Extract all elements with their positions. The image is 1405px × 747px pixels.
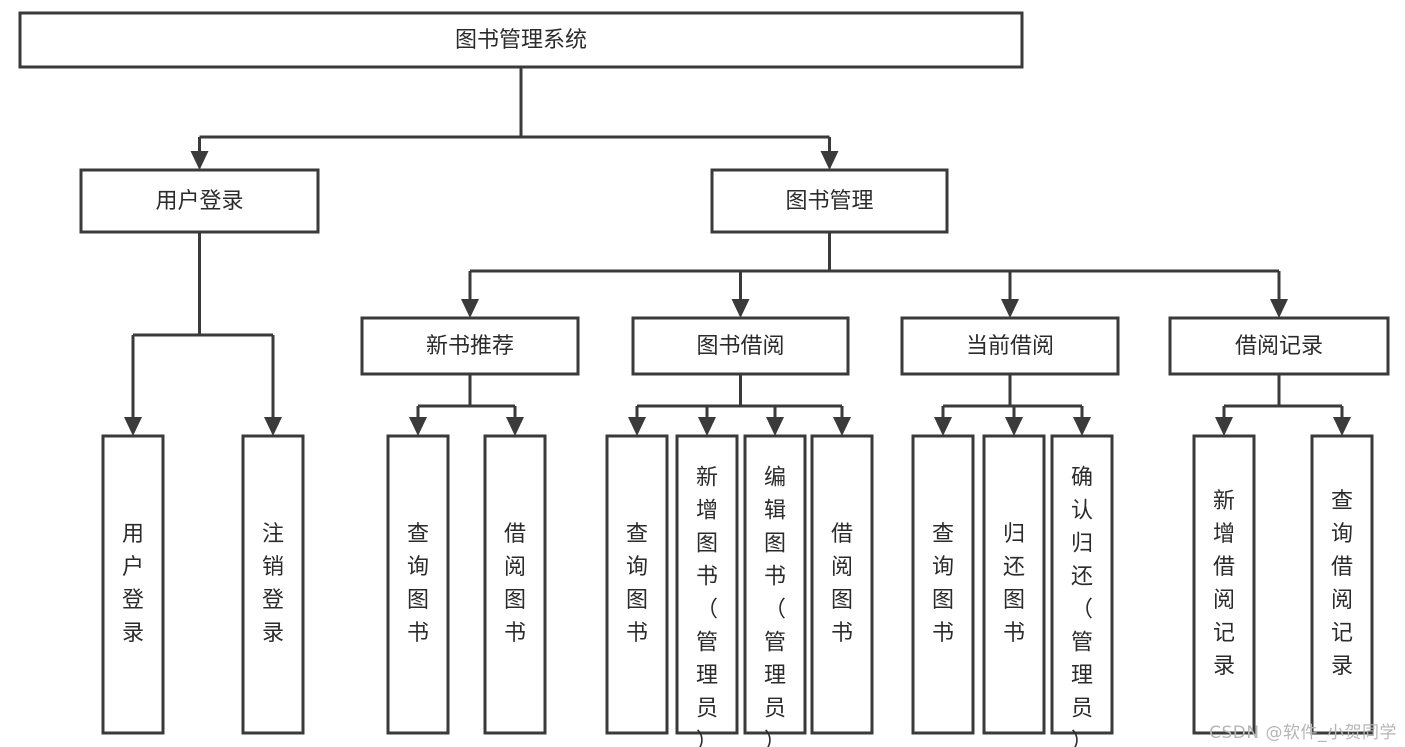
leaf-label: 确认归还（管理员） (1071, 466, 1093, 747)
root-box[interactable] (18, 11, 1024, 69)
leaf-box[interactable] (101, 434, 165, 735)
level2-label: 新书推荐 (426, 334, 514, 359)
leaf-node[interactable]: 借阅图书 (483, 434, 547, 735)
leaf-label: 用户登录 (122, 522, 144, 646)
leaf-label: 借阅图书 (831, 522, 853, 646)
leaf-label: 新增借阅记录 (1213, 489, 1235, 679)
node-layer: 图书管理系统用户登录图书管理新书推荐图书借阅当前借阅借阅记录用户登录注销登录查询… (18, 11, 1390, 747)
arrow-head-icon (628, 417, 646, 436)
root-node[interactable]: 图书管理系统 (18, 11, 1024, 69)
leaf-node[interactable]: 借阅图书 (810, 434, 874, 735)
level1-label: 用户登录 (155, 189, 243, 214)
leaf-node[interactable]: 用户登录 (101, 434, 165, 735)
arrow-head-icon (1005, 417, 1023, 436)
leaf-label: 新增图书（管理员） (696, 466, 718, 747)
level2-node[interactable]: 新书推荐 (360, 316, 580, 376)
connector-group (628, 374, 851, 436)
leaf-box[interactable] (241, 434, 305, 735)
arrow-head-icon (506, 417, 524, 436)
arrow-head-icon (124, 417, 142, 436)
arrow-head-icon (1333, 417, 1351, 436)
arrow-head-icon (264, 417, 282, 436)
arrow-head-icon (698, 417, 716, 436)
arrow-head-icon (833, 417, 851, 436)
level2-box[interactable] (1168, 316, 1390, 376)
arrow-head-icon (409, 417, 427, 436)
leaf-node[interactable]: 确认归还（管理员） (1050, 434, 1114, 747)
level1-box[interactable] (710, 168, 949, 234)
connector-group (934, 374, 1091, 436)
arrow-head-icon (766, 417, 784, 436)
connector-layer (124, 67, 1351, 436)
leaf-label: 借阅图书 (504, 522, 526, 646)
leaf-box[interactable] (1310, 434, 1374, 735)
arrow-head-icon (461, 299, 479, 318)
level2-label: 当前借阅 (966, 334, 1054, 359)
leaf-box[interactable] (743, 434, 807, 735)
leaf-box[interactable] (386, 434, 450, 735)
leaf-node[interactable]: 查询图书 (605, 434, 669, 735)
leaf-node[interactable]: 新增图书（管理员） (675, 434, 739, 747)
level2-node[interactable]: 借阅记录 (1168, 316, 1390, 376)
leaf-node[interactable]: 查询图书 (911, 434, 975, 735)
level2-label: 借阅记录 (1235, 334, 1323, 359)
level2-node[interactable]: 图书借阅 (631, 316, 850, 376)
level1-node[interactable]: 图书管理 (710, 168, 949, 234)
leaf-box[interactable] (1192, 434, 1256, 735)
connector-group (124, 232, 282, 436)
level1-label: 图书管理 (785, 189, 873, 214)
level2-label: 图书借阅 (696, 334, 784, 359)
connector-group (190, 67, 839, 170)
leaf-node[interactable]: 新增借阅记录 (1192, 434, 1256, 735)
level2-box[interactable] (631, 316, 850, 376)
leaf-node[interactable]: 编辑图书（管理员） (743, 434, 807, 747)
leaf-box[interactable] (982, 434, 1046, 735)
leaf-box[interactable] (605, 434, 669, 735)
leaf-box[interactable] (911, 434, 975, 735)
level2-node[interactable]: 当前借阅 (900, 316, 1120, 376)
leaf-box[interactable] (483, 434, 547, 735)
arrow-head-icon (1073, 417, 1091, 436)
leaf-label: 注销登录 (262, 522, 284, 646)
arrow-head-icon (934, 417, 952, 436)
level2-box[interactable] (360, 316, 580, 376)
level2-box[interactable] (900, 316, 1120, 376)
arrow-head-icon (820, 151, 839, 170)
connector-group (461, 232, 1288, 318)
root-label: 图书管理系统 (455, 28, 587, 53)
leaf-label: 查询图书 (626, 522, 648, 646)
arrow-head-icon (1001, 299, 1019, 318)
level1-node[interactable]: 用户登录 (79, 168, 320, 234)
connector-group (409, 374, 524, 436)
leaf-label: 查询图书 (407, 522, 429, 646)
arrow-head-icon (1270, 299, 1288, 318)
csdn-watermark: CSDN @软件_小贺同学 (1209, 723, 1397, 743)
leaf-node[interactable]: 归还图书 (982, 434, 1046, 735)
arrow-head-icon (190, 151, 209, 170)
arrow-head-icon (731, 299, 750, 318)
leaf-node[interactable]: 查询借阅记录 (1310, 434, 1374, 735)
leaf-box[interactable] (1050, 434, 1114, 735)
leaf-label: 编辑图书（管理员） (764, 466, 786, 747)
leaf-node[interactable]: 注销登录 (241, 434, 305, 735)
leaf-box[interactable] (675, 434, 739, 735)
leaf-label: 查询借阅记录 (1331, 489, 1353, 679)
leaf-node[interactable]: 查询图书 (386, 434, 450, 735)
connector-group (1215, 374, 1351, 436)
leaf-label: 查询图书 (932, 522, 954, 646)
leaf-label: 归还图书 (1003, 522, 1025, 646)
level1-box[interactable] (79, 168, 320, 234)
arrow-head-icon (1215, 417, 1233, 436)
leaf-box[interactable] (810, 434, 874, 735)
